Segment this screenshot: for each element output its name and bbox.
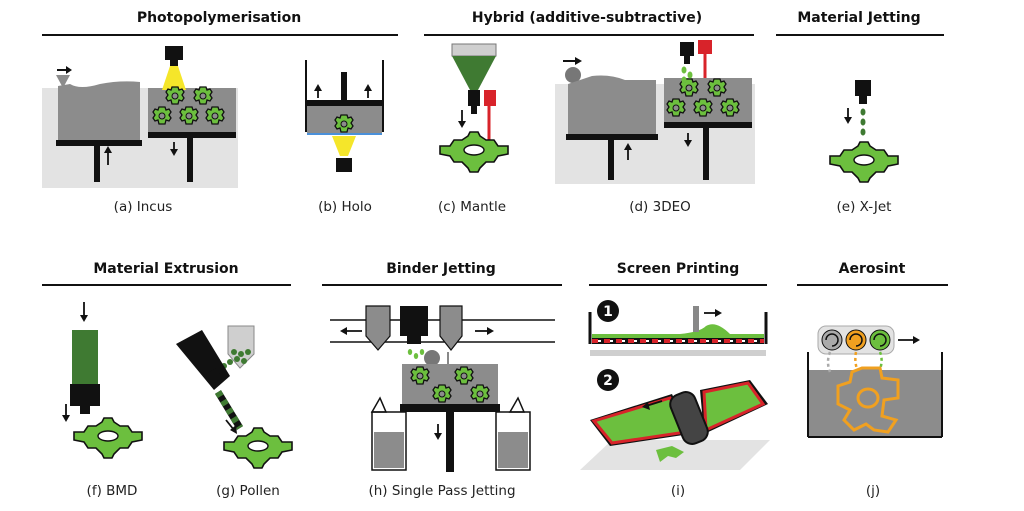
caption-x-jet: (e) X-Jet <box>837 199 892 215</box>
caption-single-pass-jetting: (h) Single Pass Jetting <box>368 483 515 499</box>
caption-mantle: (c) Mantle <box>438 199 506 215</box>
illustration-single-pass-jetting: (h) Single Pass Jetting <box>330 305 555 499</box>
illustration-3deo: (d) 3DEO <box>555 40 755 215</box>
header-screen-printing: Screen Printing <box>617 261 740 277</box>
caption-holo: (b) Holo <box>318 199 372 215</box>
header-photopolymerisation: Photopolymerisation <box>137 10 301 26</box>
header-material-jetting: Material Jetting <box>797 10 920 26</box>
section-photopolymerisation: Photopolymerisation <box>42 10 398 36</box>
section-material-jetting: Material Jetting <box>776 10 944 36</box>
illustration-holo: (b) Holo <box>305 60 384 215</box>
section-binder-jetting: Binder Jetting <box>322 261 562 286</box>
illustration-mantle: (c) Mantle <box>438 43 509 215</box>
section-material-extrusion: Material Extrusion <box>42 261 291 286</box>
caption-incus: (a) Incus <box>114 199 173 215</box>
illustration-screen-printing: 1 2 (i) <box>580 300 770 499</box>
illustration-bmd: (f) BMD <box>62 302 143 499</box>
caption-aerosint: (j) <box>866 483 880 499</box>
section-screen-printing: Screen Printing <box>589 261 767 286</box>
header-material-extrusion: Material Extrusion <box>93 261 238 277</box>
illustration-x-jet: (e) X-Jet <box>829 80 899 215</box>
step-one-label: 1 <box>603 304 613 320</box>
step-two-label: 2 <box>603 373 613 389</box>
header-aerosint: Aerosint <box>839 261 906 277</box>
illustration-incus: (a) Incus <box>42 46 238 215</box>
header-hybrid: Hybrid (additive-subtractive) <box>472 10 702 26</box>
section-hybrid: Hybrid (additive-subtractive) <box>424 10 754 36</box>
header-binder-jetting: Binder Jetting <box>386 261 496 277</box>
illustration-aerosint: (j) <box>807 325 943 499</box>
caption-3deo: (d) 3DEO <box>629 199 691 215</box>
caption-screen-printing: (i) <box>671 483 685 499</box>
section-aerosint: Aerosint <box>797 261 948 286</box>
caption-pollen: (g) Pollen <box>216 483 280 499</box>
illustration-pollen: (g) Pollen <box>176 325 293 499</box>
caption-bmd: (f) BMD <box>87 483 138 499</box>
